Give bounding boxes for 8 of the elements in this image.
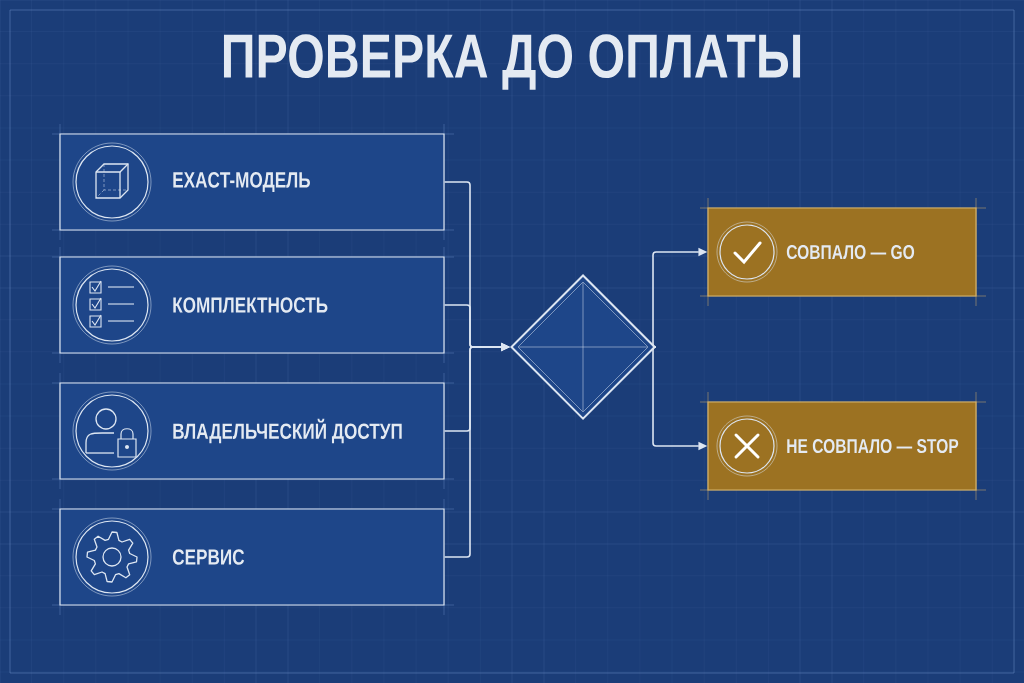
step-box: ВЛАДЕЛЬЧЕСКИЙ ДОСТУП xyxy=(51,372,455,490)
step-box: СЕРВИС xyxy=(51,498,455,616)
result-box: НЕ СОВПАЛО — STOP xyxy=(699,391,987,501)
decision-diamond xyxy=(510,274,656,420)
title: ПРОВЕРКА ДО ОПЛАТЫ xyxy=(224,34,801,90)
result-box: СОВПАЛО — GO xyxy=(699,197,987,307)
step-box: КОМПЛЕКТНОСТЬ xyxy=(51,246,455,364)
step-box: EXACT-МОДЕЛЬ xyxy=(51,123,455,241)
